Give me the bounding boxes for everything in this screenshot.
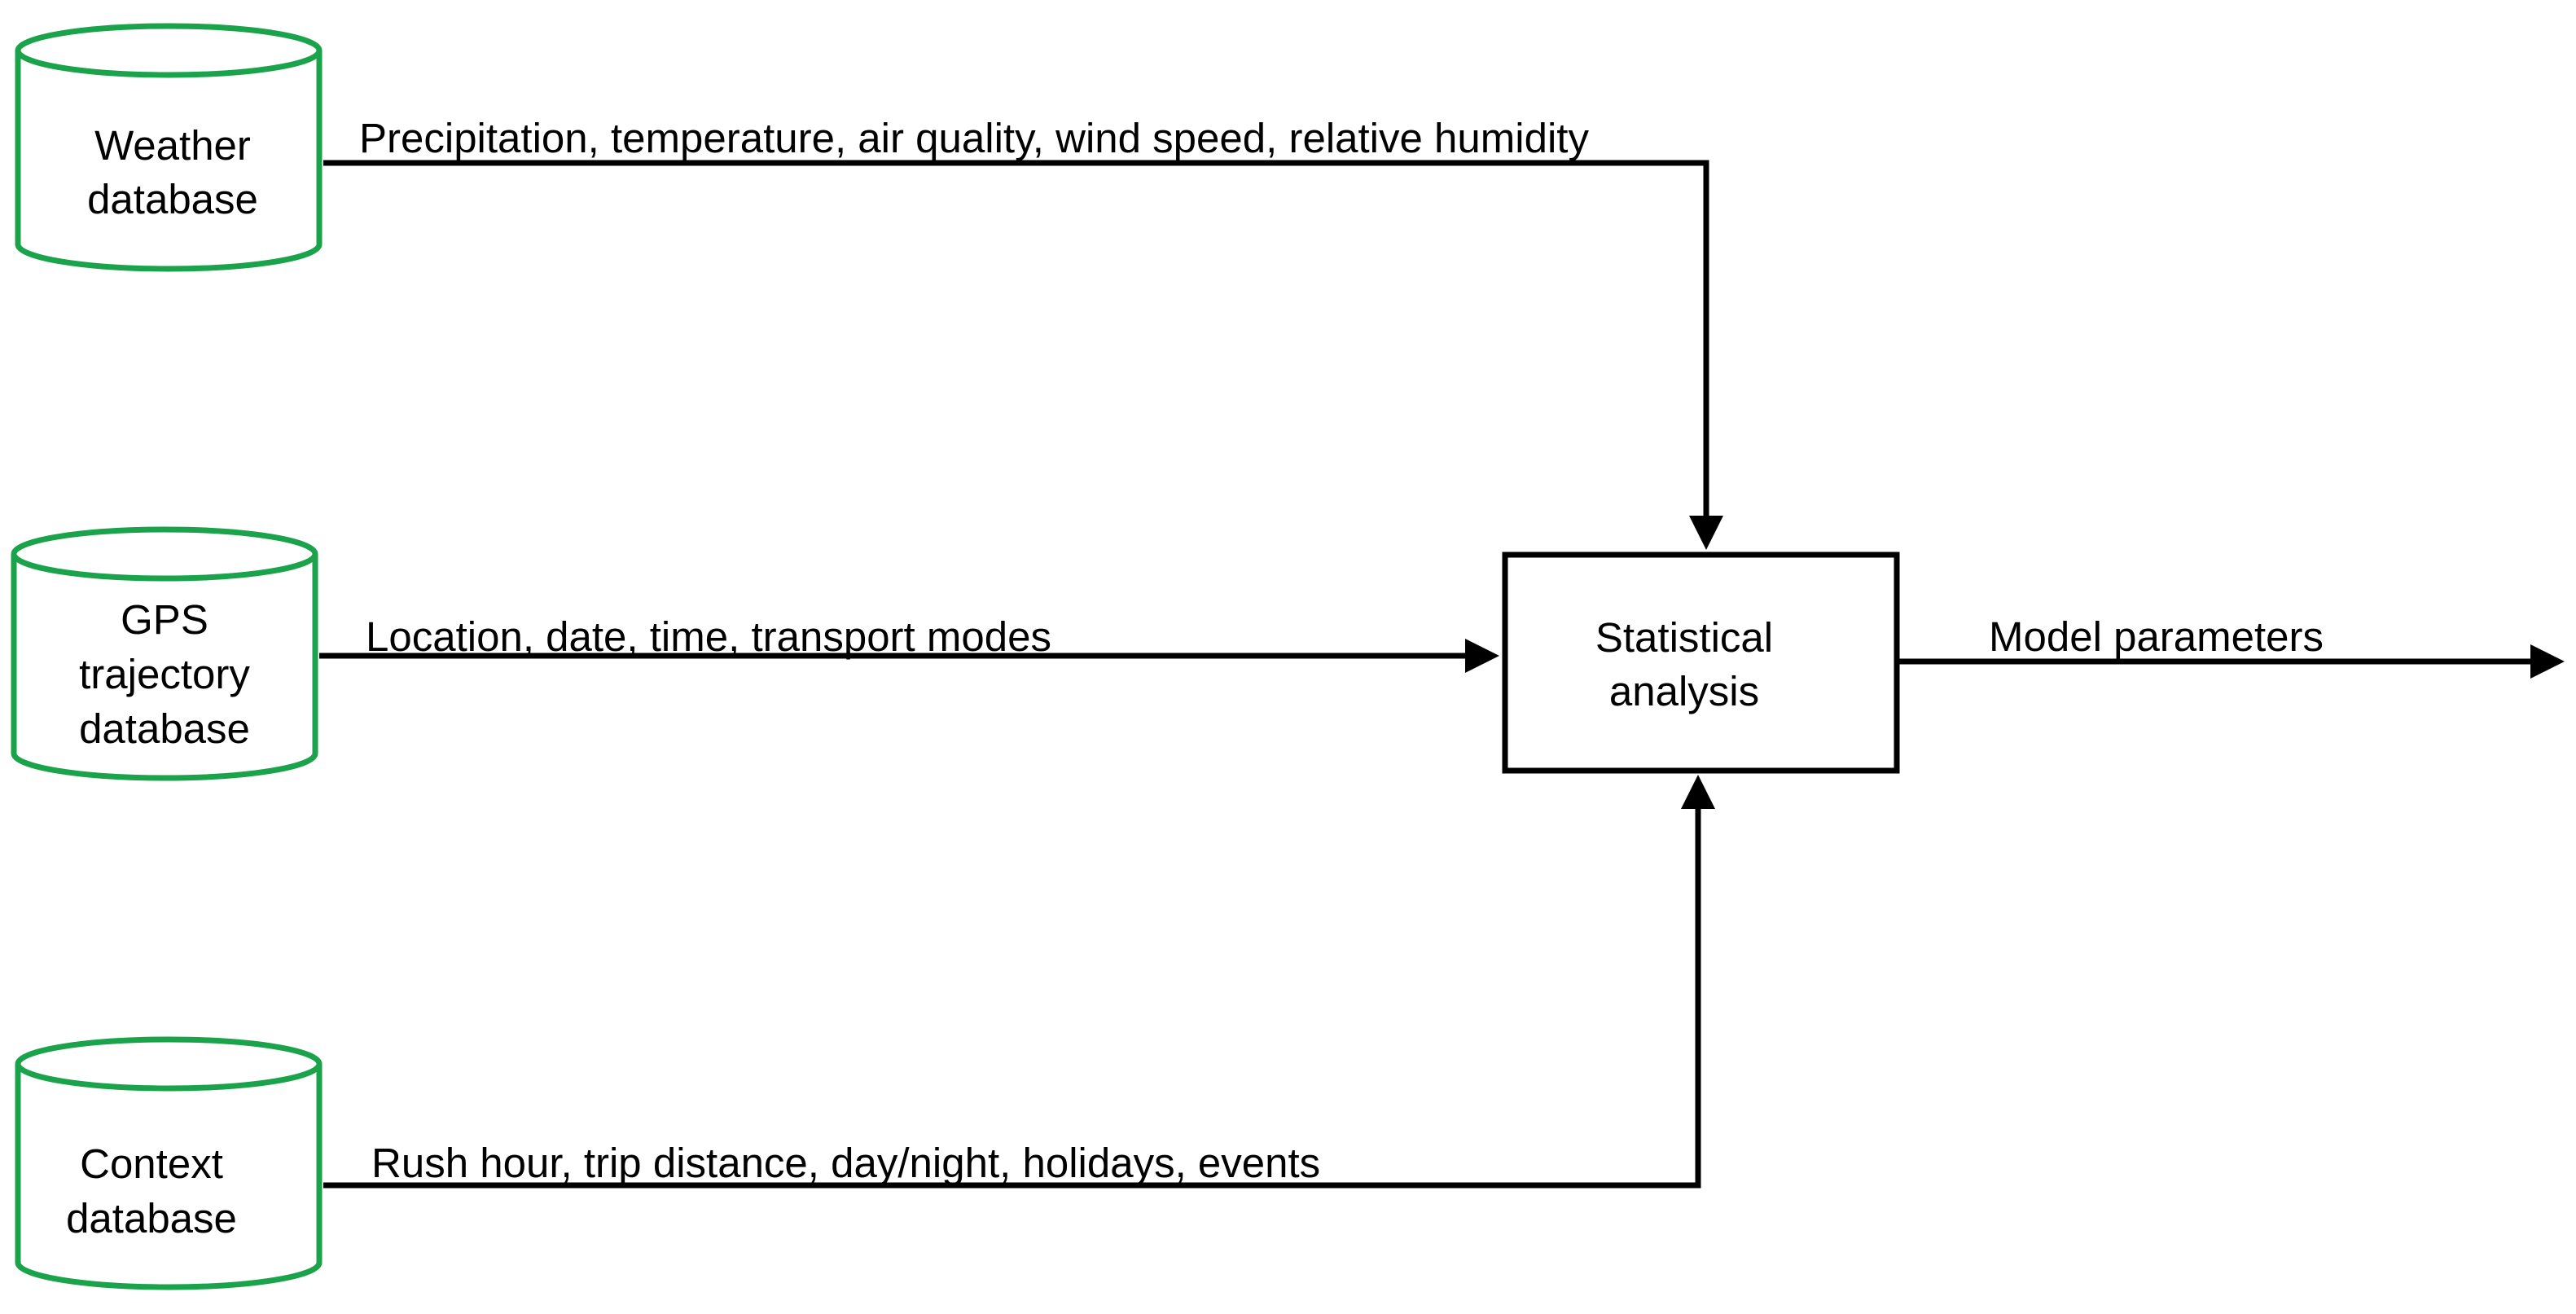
context-database-top xyxy=(15,1036,323,1092)
weather-database-top xyxy=(15,23,323,78)
statistical-analysis-box: Statistical analysis xyxy=(1502,552,1900,774)
weather-flow-arrow xyxy=(323,160,1723,550)
statistical-analysis-rect xyxy=(1502,552,1900,774)
gps-database-label-line-1: GPS xyxy=(121,596,208,643)
weather-database: Weather database xyxy=(15,23,323,272)
weather-flow: Precipitation, temperature, air quality,… xyxy=(323,115,1723,550)
context-database-body xyxy=(15,1064,323,1290)
output-flow: Model parameters xyxy=(1898,613,2565,679)
statistical-analysis-label-line-1: Statistical xyxy=(1595,614,1773,661)
context-database: Context database xyxy=(15,1036,323,1290)
weather-flow-label: Precipitation, temperature, air quality,… xyxy=(359,115,1589,161)
context-flow-label: Rush hour, trip distance, day/night, hol… xyxy=(371,1140,1320,1186)
context-flow-arrow xyxy=(323,775,1715,1189)
weather-database-body xyxy=(15,51,323,272)
gps-database-label-line-2: trajectory xyxy=(79,651,250,697)
context-database-label-line-2: database xyxy=(66,1195,237,1241)
statistical-analysis-label-line-2: analysis xyxy=(1609,668,1759,714)
output-flow-label: Model parameters xyxy=(1989,613,2324,660)
context-flow: Rush hour, trip distance, day/night, hol… xyxy=(323,775,1715,1189)
gps-database-body xyxy=(11,554,318,781)
context-database-label-line-1: Context xyxy=(80,1140,223,1187)
gps-database-top xyxy=(11,526,318,582)
weather-database-label-line-1: Weather xyxy=(94,122,251,169)
gps-trajectory-database: GPS trajectory database xyxy=(11,526,318,781)
gps-flow: Location, date, time, transport modes xyxy=(319,613,1499,673)
gps-database-label-line-3: database xyxy=(79,705,250,752)
weather-database-label-line-2: database xyxy=(87,176,258,222)
gps-flow-label: Location, date, time, transport modes xyxy=(366,613,1051,660)
